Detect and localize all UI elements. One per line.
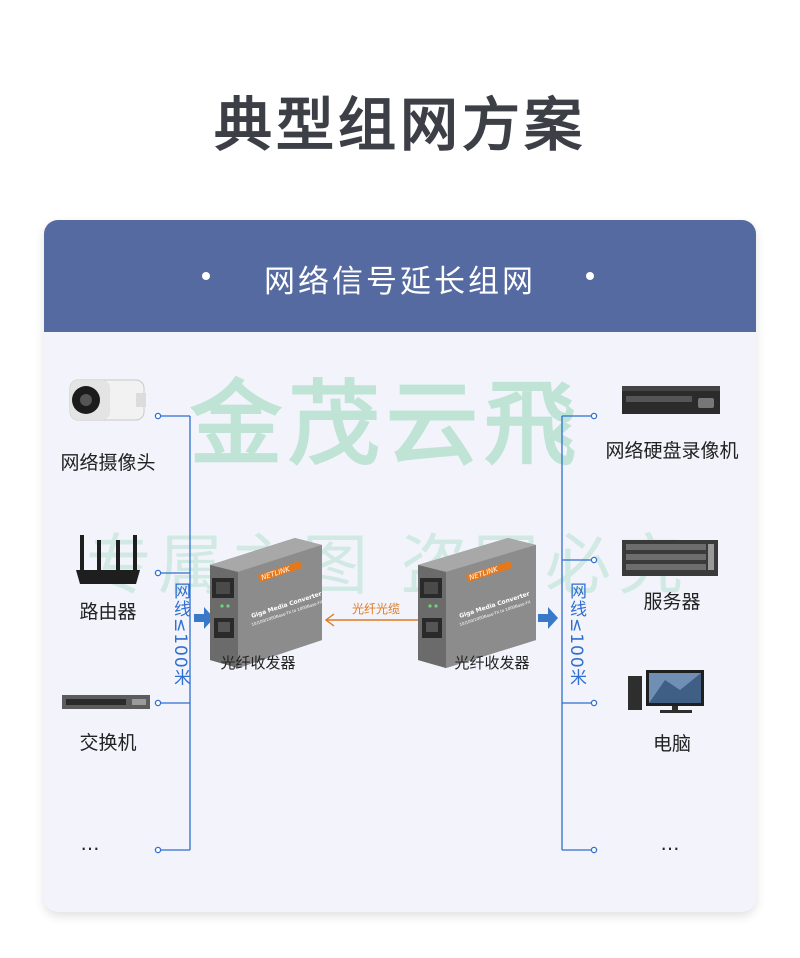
card-header: 网络信号延长组网 — [44, 220, 756, 332]
watermark-sub: 专属主图 盗图必究 — [86, 527, 689, 604]
page-title: 典型组网方案 — [213, 91, 586, 159]
bullet-dot-left — [202, 272, 210, 280]
bullet-dot-right — [586, 272, 594, 280]
watermark-brand: 金茂云飛 — [190, 371, 583, 478]
fiber-label: 光纤光缆 — [351, 602, 400, 616]
device-label-camera: 网络摄像头 — [60, 452, 156, 474]
device-label-more-right: … — [660, 833, 680, 855]
section-title: 网络信号延长组网 — [264, 264, 536, 300]
device-label-more-left: … — [80, 833, 100, 855]
device-label-nvr: 网络硬盘录像机 — [605, 440, 739, 462]
device-label-computer: 电脑 — [652, 733, 691, 755]
converter-label-left: 光纤收发器 — [220, 654, 296, 672]
cable-limit-right: 网线≤100米 — [566, 582, 586, 687]
device-label-router: 路由器 — [79, 601, 137, 623]
device-label-switch: 交换机 — [79, 732, 137, 754]
device-label-server: 服务器 — [643, 591, 701, 613]
converter-label-right: 光纤收发器 — [454, 654, 530, 672]
cable-limit-left: 网线≤100米 — [170, 582, 190, 687]
